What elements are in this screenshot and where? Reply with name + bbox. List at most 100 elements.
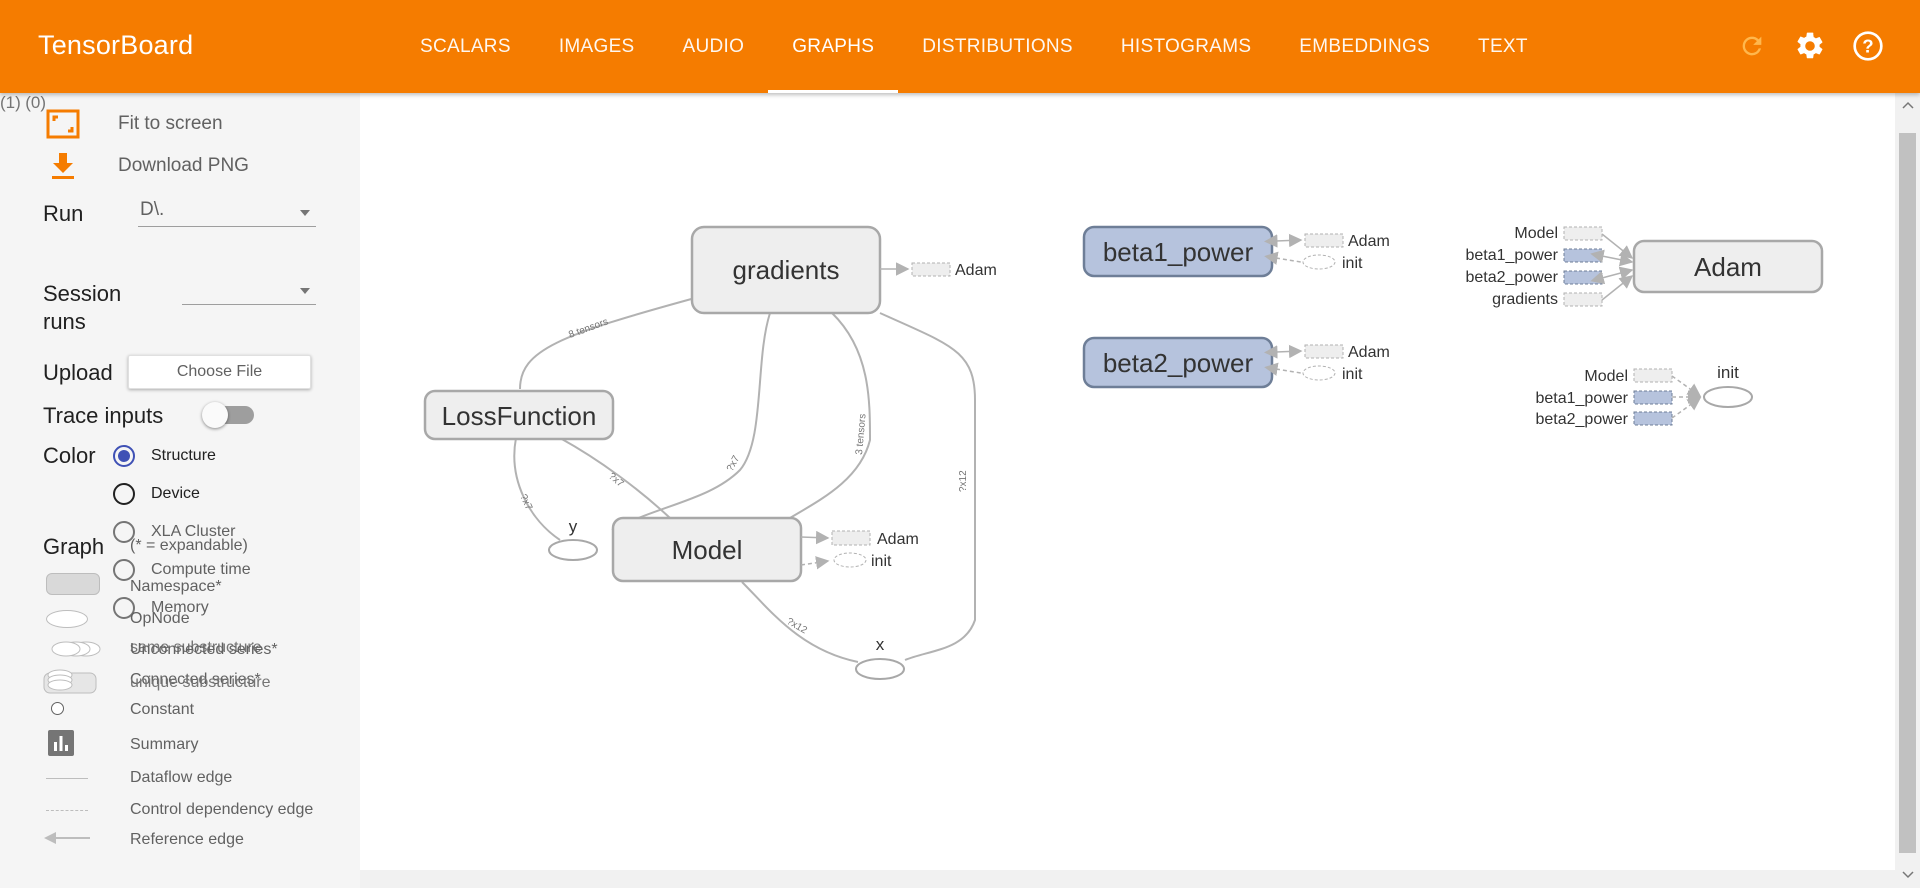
refresh-icon[interactable] [1735,29,1769,63]
node-y[interactable]: y [548,517,598,561]
edge-label-x7-c: ?x7 [606,471,626,490]
connected-series-legend-icon [43,669,97,694]
legend-control-edge: Control dependency edge [130,801,314,818]
sidebar: Fit to screen Download PNG Run (1) D\. S… [0,93,360,888]
graph-legend-label: Graph [43,534,105,559]
svg-text:Model: Model [1514,225,1558,242]
node-beta2-power[interactable]: beta2_power [1082,336,1274,389]
unconnected-series-legend-icon [51,641,101,657]
node-init[interactable]: init [1703,363,1753,408]
session-runs-select[interactable] [182,277,316,305]
node-lossfunction[interactable]: LossFunction [423,389,615,441]
download-icon [52,153,74,179]
dataflow-edge-legend-icon [46,778,88,779]
namespace-legend-icon [46,573,100,595]
color-memory-label: Memory [151,599,209,616]
legend-unconnected-series: Unconnected series* [130,641,278,658]
color-radio-compute-time[interactable] [113,559,135,581]
node-beta2-label: beta2_power [1103,348,1254,378]
legend-dataflow-edge: Dataflow edge [130,769,233,786]
color-radio-xla-cluster[interactable] [113,521,135,543]
color-compute-label: Compute time [151,561,251,578]
aux-gradients-adam: Adam [880,262,997,279]
node-model-label: Model [672,535,743,565]
svg-text:beta2_power: beta2_power [1535,411,1628,428]
scroll-down-icon[interactable] [1902,871,1914,879]
fit-to-screen-label: Fit to screen [118,113,223,134]
session-runs-count: (0) [25,93,47,112]
svg-text:init: init [1342,366,1363,383]
aux-adam-inputs: Model beta1_power beta2_power gradients [1465,225,1634,308]
edge-label-x7-b: ?x7 [517,493,534,513]
node-x[interactable]: x [855,635,905,680]
color-radio-memory[interactable] [113,597,135,619]
vertical-scrollbar[interactable] [1895,93,1920,888]
run-label: Run [43,201,84,226]
gear-icon[interactable] [1793,29,1827,63]
svg-text:beta2_power: beta2_power [1465,269,1558,286]
trace-inputs-label: Trace inputs [43,403,164,428]
chevron-down-icon [300,210,310,216]
edge-label-3tensors: 3 tensors [854,413,869,455]
vertical-scroll-thumb[interactable] [1899,133,1916,853]
node-adam[interactable]: Adam [1632,239,1824,294]
node-beta1-label: beta1_power [1103,237,1254,267]
legend-reference-edge: Reference edge [130,831,244,848]
tab-text[interactable]: TEXT [1478,35,1528,57]
legend-connected-series: Connected series* [130,671,261,688]
edge-loss-gradients [519,297,696,390]
fit-to-screen-button[interactable]: Fit to screen [46,109,223,139]
svg-text:Adam: Adam [1348,233,1390,250]
download-png-button[interactable]: Download PNG [50,151,249,181]
legend-opnode: OpNode [130,610,190,627]
chevron-down-icon [300,288,310,294]
summary-icon [48,730,74,756]
color-structure-label: Structure [151,447,216,464]
graph-canvas[interactable]: 8 tensors 3 tensors ?x7 ?x12 ?x7 ?x7 ?x1… [360,93,1895,870]
top-app-bar: TensorBoard SCALARS IMAGES AUDIO GRAPHS … [0,0,1920,93]
constant-legend-icon [51,702,64,715]
session-runs-label: Session [43,281,122,306]
svg-text:Adam: Adam [955,262,997,279]
horizontal-scrollbar[interactable] [360,870,1895,888]
svg-text:Model: Model [1584,368,1628,385]
tab-distributions[interactable]: DISTRIBUTIONS [922,35,1073,57]
node-model[interactable]: Model [611,516,803,583]
scroll-up-icon[interactable] [1902,101,1914,109]
edges [513,297,976,663]
svg-text:y: y [569,517,578,536]
edge-gradients-model-a [611,312,771,531]
opnode-legend-icon [46,610,88,628]
color-radio-device[interactable] [113,483,135,505]
tab-histograms[interactable]: HISTOGRAMS [1120,35,1252,57]
svg-text:init: init [1342,255,1363,272]
choose-file-button[interactable]: Choose File [128,355,311,389]
legend-constant: Constant [130,701,195,718]
legend-namespace: Namespace* [130,578,222,595]
node-beta1-power[interactable]: beta1_power [1082,225,1274,278]
legend-unique-substructure: unique substructure [130,674,271,691]
help-icon[interactable]: ? [1851,29,1885,63]
tab-graphs[interactable]: GRAPHS [768,0,899,93]
tab-images[interactable]: IMAGES [558,35,635,57]
color-label: Color [43,443,96,468]
svg-text:beta1_power: beta1_power [1535,390,1628,407]
color-radio-structure[interactable] [113,445,135,467]
fit-screen-icon [46,109,80,139]
svg-text:?: ? [1862,36,1873,57]
tab-embeddings[interactable]: EMBEDDINGS [1299,35,1431,57]
run-count: (1) [0,93,21,112]
edge-gradients-model-b [789,312,872,519]
edge-label-8tensors: 8 tensors [567,316,609,340]
tab-audio[interactable]: AUDIO [682,35,745,57]
run-select[interactable]: D\. [138,199,316,227]
control-edge-legend-icon [46,810,88,811]
reference-edge-legend-icon [44,832,90,844]
graph-svg[interactable]: 8 tensors 3 tensors ?x7 ?x12 ?x7 ?x7 ?x1… [360,93,1895,870]
svg-text:x: x [876,635,885,654]
node-gradients[interactable]: gradients [690,225,882,315]
aux-init-inputs: Model beta1_power beta2_power [1535,368,1702,428]
tab-scalars[interactable]: SCALARS [420,35,511,57]
edge-label-x12-a: ?x12 [958,470,969,492]
svg-text:Adam: Adam [877,531,919,548]
